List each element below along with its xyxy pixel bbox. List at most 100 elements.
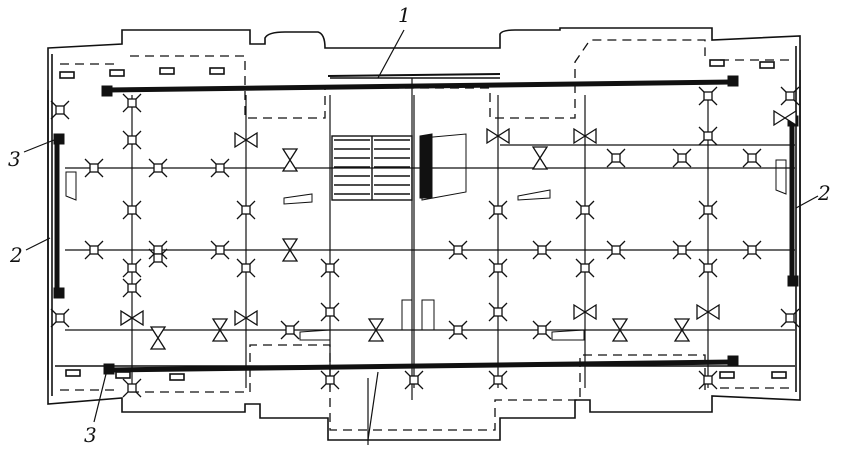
column-block-7	[787, 275, 799, 287]
dashed-bottom	[130, 344, 706, 431]
valve-body-36	[537, 325, 547, 335]
valve-body-4	[127, 283, 137, 293]
valve-body-41	[55, 105, 65, 115]
window-mark-4	[709, 59, 725, 67]
leader-2-left	[25, 237, 51, 251]
valve-body-5	[241, 205, 251, 215]
window-mark-b-3	[719, 371, 735, 379]
valve-body-34	[747, 245, 757, 255]
valve-body-20	[89, 163, 99, 173]
window-mark-0	[59, 71, 75, 79]
window-mark-2	[159, 67, 175, 75]
valve-body-29	[747, 153, 757, 163]
valve-symbol-52	[773, 109, 797, 127]
window-mark-b-0	[65, 369, 81, 377]
valve-body-40	[127, 383, 137, 393]
leader-2-right	[795, 195, 819, 209]
valve-body-28	[611, 153, 621, 163]
dashed-top	[130, 39, 706, 119]
valve-symbol-53	[149, 326, 167, 350]
valve-body-37	[285, 325, 295, 335]
fixture-f	[299, 329, 331, 341]
valve-body-14	[580, 263, 590, 273]
valve-body-19	[703, 375, 713, 385]
fixtures	[53, 75, 799, 375]
dashed-bottom-ends	[60, 387, 790, 391]
fixture-e	[421, 299, 435, 331]
valve-body-35	[453, 325, 463, 335]
callout-label-3-top: 3	[8, 147, 21, 171]
valve-body-11	[493, 263, 503, 273]
fixture-c-shade	[419, 133, 433, 199]
valve-symbol-57	[367, 318, 385, 342]
window-mark-b-4	[771, 371, 787, 379]
valve-body-21	[153, 163, 163, 173]
valve-symbol-48	[486, 127, 510, 145]
valve-body-16	[703, 131, 713, 141]
window-mark-3	[209, 67, 225, 75]
leader-1	[377, 29, 405, 79]
valve-body-2	[127, 205, 137, 215]
valve-symbol-45	[120, 309, 144, 327]
valve-symbol-56	[281, 238, 299, 262]
valve-body-25	[215, 245, 225, 255]
column-block-0	[101, 85, 113, 97]
column-block-1	[727, 75, 739, 87]
valve-symbol-47	[234, 309, 258, 327]
callout-label-3-bottom: 3	[84, 423, 97, 447]
center-risers	[367, 78, 413, 445]
valve-body-7	[325, 263, 335, 273]
valve-body-0	[127, 98, 137, 108]
valve-symbols	[50, 86, 800, 398]
valve-body-32	[611, 245, 621, 255]
pipe-network	[65, 78, 795, 445]
dashed-top-ends	[60, 59, 790, 65]
outer-wall	[47, 27, 801, 441]
valve-symbol-55	[281, 148, 299, 172]
valve-body-18	[703, 263, 713, 273]
valve-body-39	[493, 375, 503, 385]
valve-body-15	[703, 91, 713, 101]
valve-symbol-49	[573, 127, 597, 145]
valve-symbol-50	[573, 303, 597, 321]
valve-body-26	[153, 253, 163, 263]
valve-symbol-54	[211, 318, 229, 342]
valve-body-38	[409, 375, 419, 385]
valve-body-6	[241, 263, 251, 273]
valve-body-24	[153, 245, 163, 255]
window-mark-b-2	[169, 373, 185, 381]
callout-leaders	[23, 29, 819, 441]
staircase	[331, 135, 413, 201]
valve-symbol-51	[696, 303, 720, 321]
building-outline	[47, 27, 801, 441]
valve-body-1	[127, 135, 137, 145]
valve-symbol-46	[234, 131, 258, 149]
fixture-left	[65, 171, 77, 201]
valve-body-8	[325, 307, 335, 317]
main-pipe-bottom	[109, 359, 733, 373]
valve-body-17	[703, 205, 713, 215]
leader-bottom-center	[367, 371, 379, 441]
valve-body-31	[537, 245, 547, 255]
column-block-3	[727, 355, 739, 367]
callout-label-2-left: 2	[9, 243, 23, 267]
main-pipes	[54, 73, 795, 373]
valve-body-27	[677, 153, 687, 163]
valve-body-42	[55, 313, 65, 323]
column-block-4	[53, 133, 65, 145]
valve-body-13	[580, 205, 590, 215]
valve-body-43	[785, 91, 795, 101]
valve-symbol-60	[673, 318, 691, 342]
fixture-right	[775, 159, 787, 195]
main-pipe-top-stub	[327, 73, 501, 77]
leader-3-bottom	[93, 373, 107, 423]
valve-body-33	[677, 245, 687, 255]
fixture-d	[401, 299, 413, 331]
valve-body-22	[215, 163, 225, 173]
valve-body-44	[785, 313, 795, 323]
callout-label-2-right: 2	[817, 181, 831, 205]
valve-body-9	[325, 375, 335, 385]
window-mark-1	[109, 69, 125, 77]
fixture-a	[283, 193, 313, 205]
